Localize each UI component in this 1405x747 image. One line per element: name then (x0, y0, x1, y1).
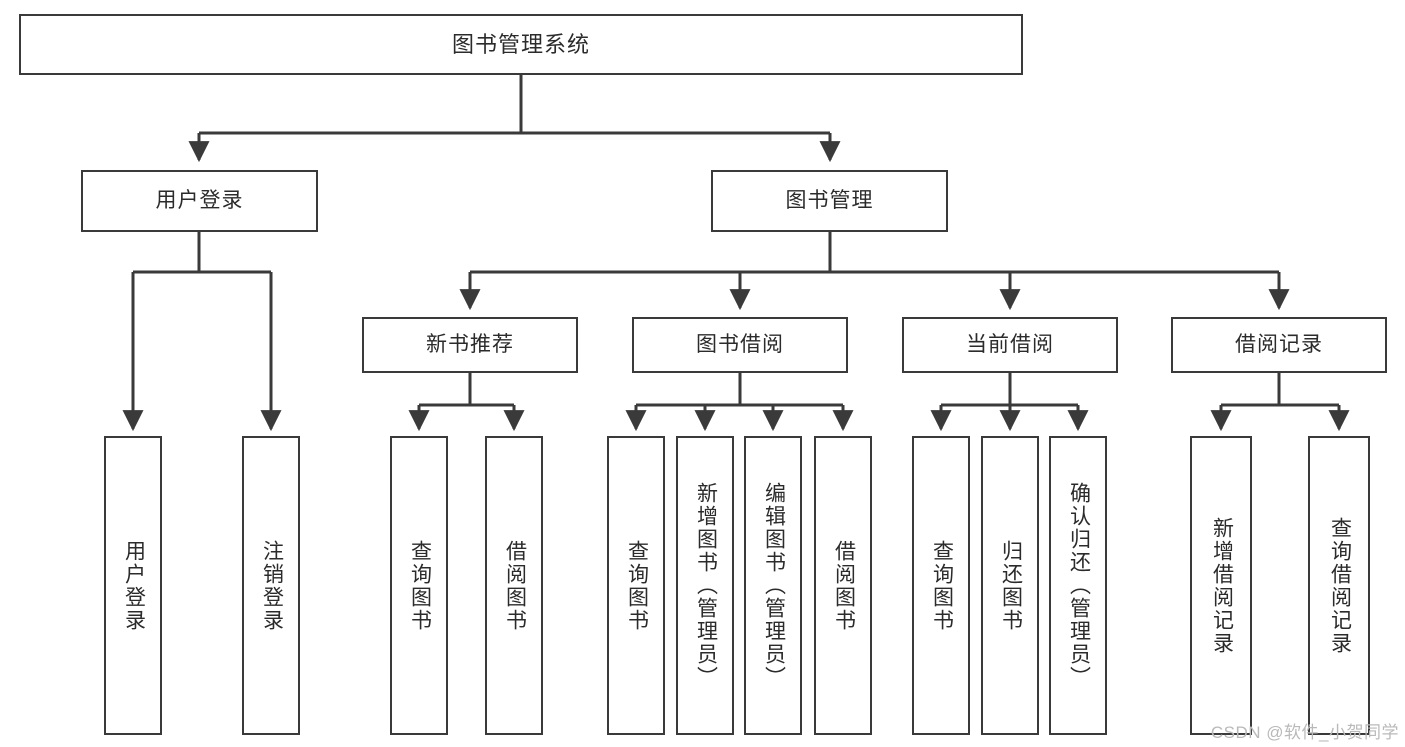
node-new-book-recommend[interactable]: 新书推荐 (362, 317, 578, 373)
leaf-query-book-borrow-label: 查询图书 (625, 539, 649, 632)
node-root[interactable]: 图书管理系统 (19, 14, 1023, 75)
node-borrow-records-label: 借阅记录 (1235, 332, 1323, 356)
leaf-borrow-book-recommend[interactable]: 借阅图书 (485, 436, 543, 735)
leaf-borrow-book-label: 借阅图书 (832, 539, 856, 632)
node-current-borrow-label: 当前借阅 (966, 332, 1054, 356)
leaf-query-book-recommend[interactable]: 查询图书 (390, 436, 448, 735)
leaf-add-borrow-record-label: 新增借阅记录 (1210, 516, 1234, 655)
node-borrow-records[interactable]: 借阅记录 (1171, 317, 1387, 373)
node-new-book-recommend-label: 新书推荐 (426, 332, 514, 356)
leaf-logout[interactable]: 注销登录 (242, 436, 300, 735)
leaf-user-login[interactable]: 用户登录 (104, 436, 162, 735)
leaf-edit-book-admin[interactable]: 编辑图书（管理员） (744, 436, 802, 735)
leaf-add-book-admin-label: 新增图书（管理员） (694, 482, 718, 689)
leaf-edit-book-admin-label: 编辑图书（管理员） (762, 482, 786, 689)
leaf-confirm-return-admin[interactable]: 确认归还（管理员） (1049, 436, 1107, 735)
leaf-borrow-book-recommend-label: 借阅图书 (503, 539, 527, 632)
leaf-confirm-return-admin-label: 确认归还（管理员） (1067, 482, 1091, 689)
leaf-logout-label: 注销登录 (260, 539, 284, 632)
node-user-login[interactable]: 用户登录 (81, 170, 318, 232)
leaf-query-book-current-label: 查询图书 (930, 539, 954, 632)
node-user-login-label: 用户登录 (155, 188, 244, 212)
node-book-borrow-label: 图书借阅 (696, 332, 784, 356)
leaf-query-borrow-record-label: 查询借阅记录 (1328, 516, 1352, 655)
leaf-query-book-recommend-label: 查询图书 (408, 539, 432, 632)
node-book-borrow[interactable]: 图书借阅 (632, 317, 848, 373)
node-book-management[interactable]: 图书管理 (711, 170, 948, 232)
leaf-return-book[interactable]: 归还图书 (981, 436, 1039, 735)
csdn-watermark: CSDN @软件_小贺同学 (1210, 723, 1399, 742)
node-root-label: 图书管理系统 (451, 31, 590, 57)
leaf-return-book-label: 归还图书 (999, 539, 1023, 632)
leaf-user-login-label: 用户登录 (122, 539, 146, 632)
leaf-add-book-admin[interactable]: 新增图书（管理员） (676, 436, 734, 735)
node-book-management-label: 图书管理 (785, 188, 874, 212)
leaf-borrow-book[interactable]: 借阅图书 (814, 436, 872, 735)
leaf-query-book-current[interactable]: 查询图书 (912, 436, 970, 735)
leaf-add-borrow-record[interactable]: 新增借阅记录 (1190, 436, 1252, 735)
leaf-query-borrow-record[interactable]: 查询借阅记录 (1308, 436, 1370, 735)
leaf-query-book-borrow[interactable]: 查询图书 (607, 436, 665, 735)
node-current-borrow[interactable]: 当前借阅 (902, 317, 1118, 373)
